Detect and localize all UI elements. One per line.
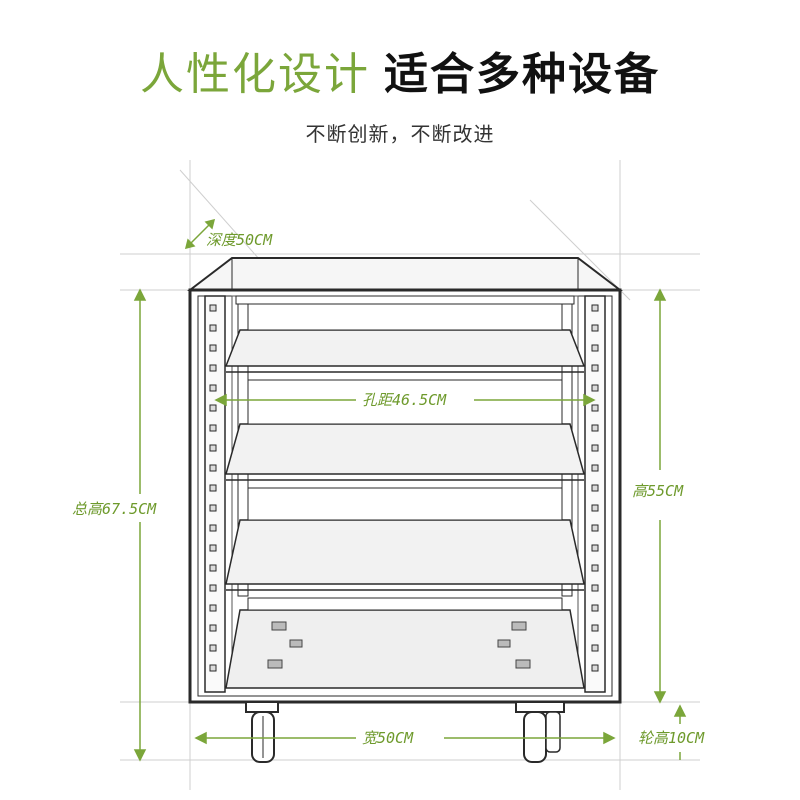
wheel-height-label: 轮高10CM bbox=[638, 729, 705, 747]
right-caster-wheel bbox=[515, 701, 565, 763]
height-label: 高55CM bbox=[632, 482, 684, 500]
rail-holes bbox=[209, 304, 599, 672]
right-mounting-rail bbox=[584, 295, 606, 693]
page-title: 人性化设计适合多种设备 bbox=[0, 40, 800, 110]
title-black: 适合多种设备 bbox=[384, 49, 660, 100]
width-label: 宽50CM bbox=[362, 729, 414, 747]
shelf-1 bbox=[224, 295, 586, 373]
left-caster-wheel bbox=[245, 701, 279, 763]
shelf-3 bbox=[225, 487, 585, 591]
depth-label: 深度50CM bbox=[206, 231, 273, 249]
dimension-lines bbox=[133, 218, 687, 762]
page-subtitle: 不断创新，不断改进 bbox=[305, 122, 495, 146]
shelf-2 bbox=[225, 379, 585, 481]
rack-cabinet bbox=[187, 257, 623, 704]
title-green: 人性化设计 bbox=[140, 49, 370, 100]
total-height-label: 总高67.5CM bbox=[72, 500, 157, 518]
left-mounting-rail bbox=[204, 295, 226, 693]
rack-top-panel bbox=[187, 257, 623, 291]
bottom-plate bbox=[225, 597, 585, 689]
hole-spacing-label: 孔距46.5CM bbox=[362, 391, 447, 409]
